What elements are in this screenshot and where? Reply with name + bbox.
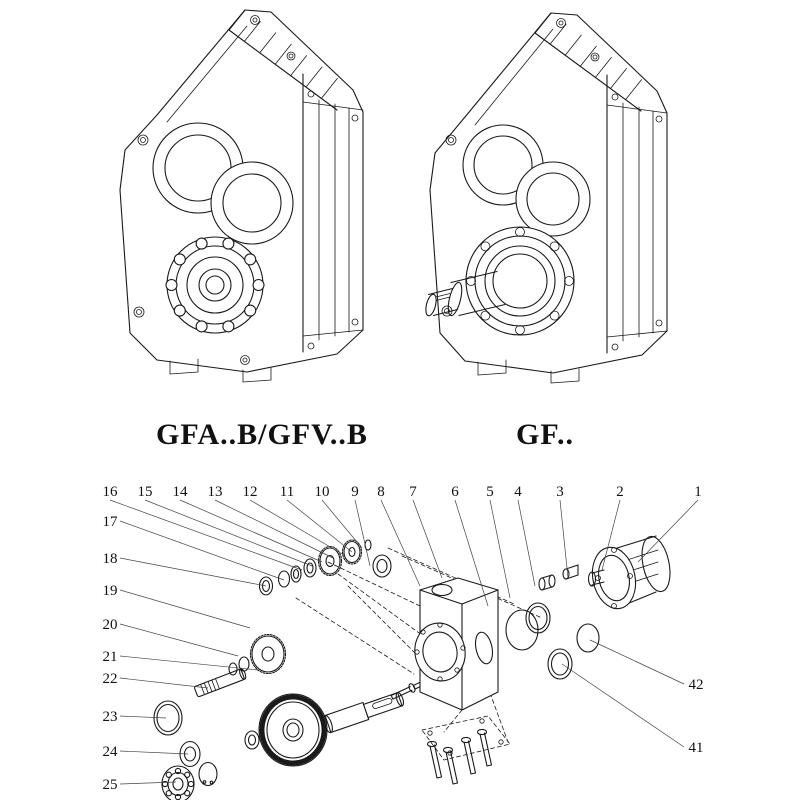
right-gearbox-flange — [465, 226, 575, 336]
leader-line-1 — [637, 499, 699, 563]
right-gearbox-bores — [462, 124, 591, 237]
callout-10: 10 — [315, 484, 330, 500]
callout-11: 11 — [280, 484, 294, 500]
leader-line-3 — [559, 499, 569, 579]
left-gearbox-bearing — [165, 236, 265, 334]
callout-5: 5 — [486, 484, 494, 500]
right-gearbox-output-shaft — [425, 270, 506, 317]
left-gearbox-bolts — [133, 15, 296, 365]
intermediate-gear-assembly — [153, 633, 287, 736]
leader-line-16 — [109, 499, 303, 571]
callout-14: 14 — [173, 484, 189, 500]
left-gearbox-drawing — [119, 9, 364, 383]
leader-line-41 — [561, 663, 685, 748]
leader-line-10 — [321, 499, 363, 549]
callout-13: 13 — [208, 484, 223, 500]
leader-line-11 — [286, 499, 353, 553]
leader-line-23 — [119, 715, 167, 719]
motor-unit — [587, 535, 671, 610]
gasket-and-bolts — [421, 715, 511, 785]
callout-3: 3 — [556, 484, 564, 500]
callout-25: 25 — [103, 777, 118, 793]
callout-42: 42 — [689, 677, 704, 693]
leader-line-12 — [249, 499, 345, 556]
callout-1: 1 — [694, 484, 702, 500]
leader-line-19 — [119, 589, 251, 629]
input-shaft-assembly — [258, 539, 392, 596]
leader-line-21 — [119, 655, 259, 671]
callout-22: 22 — [103, 671, 118, 687]
callout-9: 9 — [351, 484, 359, 500]
callout-20: 20 — [103, 617, 118, 633]
left-model-label: GFA..B/GFV..B — [156, 418, 368, 451]
leader-line-4 — [517, 499, 536, 587]
leader-line-17 — [119, 520, 285, 581]
leader-line-24 — [119, 750, 189, 755]
leader-line-8 — [380, 499, 421, 587]
callout-21: 21 — [103, 649, 118, 665]
leader-line-9 — [354, 499, 371, 567]
callout-19: 19 — [103, 583, 118, 599]
callout-7: 7 — [409, 484, 417, 500]
leader-line-42 — [589, 639, 685, 685]
callout-15: 15 — [138, 484, 153, 500]
callout-12: 12 — [243, 484, 258, 500]
leader-line-13 — [214, 499, 334, 559]
leader-line-14 — [179, 499, 323, 563]
left-gearbox-bores — [152, 122, 294, 245]
leader-line-2 — [601, 499, 621, 571]
seals-and-rings — [505, 564, 600, 680]
left-gearbox-housing — [119, 9, 364, 383]
callout-2: 2 — [616, 484, 624, 500]
right-model-label: GF.. — [516, 418, 574, 451]
right-gearbox-housing — [429, 12, 668, 384]
leader-line-25 — [119, 781, 177, 785]
callout-16: 16 — [103, 484, 119, 500]
right-gearbox-bolts — [441, 18, 600, 317]
callout-17: 17 — [103, 514, 119, 530]
callout-23: 23 — [103, 709, 118, 725]
leader-line-5 — [489, 499, 511, 599]
callout-24: 24 — [103, 744, 119, 760]
callout-6: 6 — [451, 484, 459, 500]
leader-line-22 — [119, 677, 209, 689]
housing — [414, 577, 499, 711]
leader-line-15 — [144, 499, 313, 567]
leader-line-7 — [412, 499, 443, 579]
callout-41: 41 — [689, 740, 704, 756]
callout-8: 8 — [377, 484, 385, 500]
exploded-parts-diagram: 1615141312111098765432117181920212223242… — [103, 484, 704, 800]
right-gearbox-drawing — [425, 12, 668, 384]
callout-4: 4 — [514, 484, 522, 500]
leader-line-6 — [454, 499, 489, 607]
output-gear-assembly — [161, 673, 438, 800]
leader-line-20 — [119, 623, 239, 657]
callout-18: 18 — [103, 551, 118, 567]
leader-line-18 — [119, 557, 267, 587]
